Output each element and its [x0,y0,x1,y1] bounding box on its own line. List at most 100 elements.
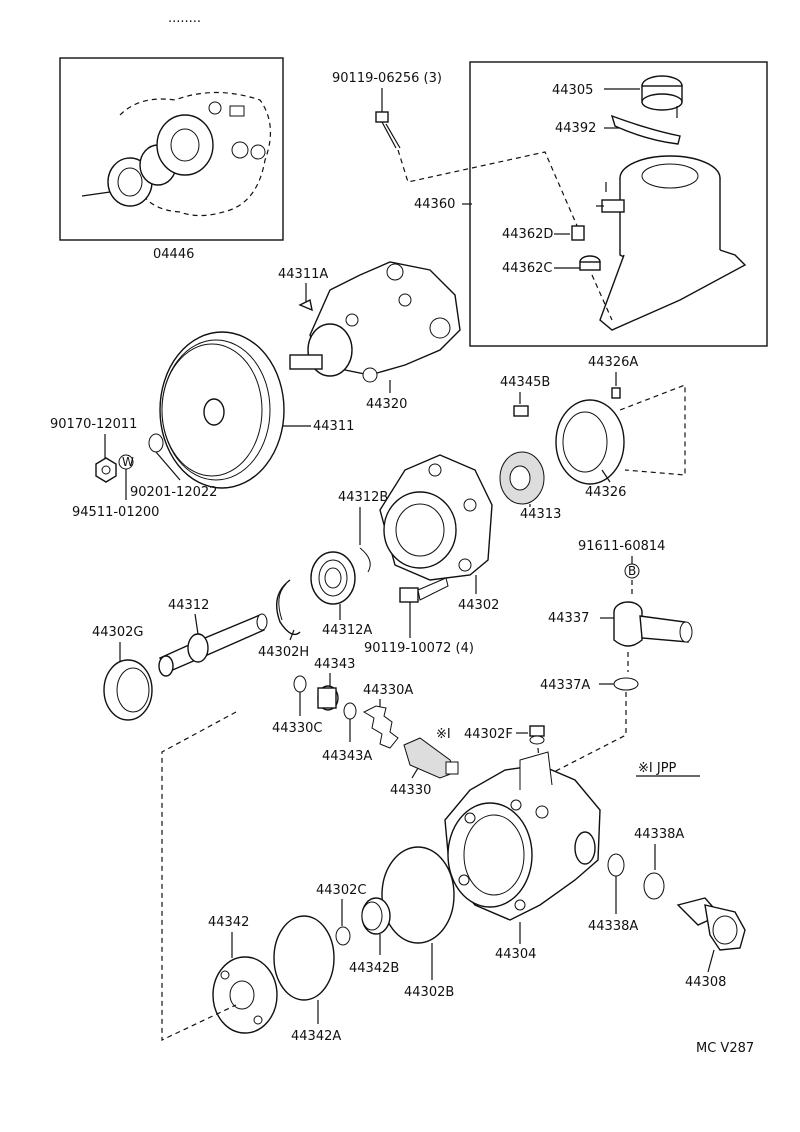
plate-44345B [513,405,529,417]
pulley-key [298,298,313,312]
kit-o-ring-1 [208,101,222,115]
label-44302F: 44302F [464,727,513,742]
union-44337 [613,601,693,647]
oring-44337A [613,677,639,691]
header-dots: ........ [168,11,201,26]
oring-44338A-2 [643,872,665,900]
label-44360: 44360 [414,197,455,212]
pump-assembly-44320 [289,261,461,383]
oring-44343A [343,702,357,720]
kit-gasket-outline [119,91,272,217]
label-44312A: 44312A [322,623,372,638]
label-44313: 44313 [520,507,561,522]
oring-44302C [335,926,351,946]
label-91611-60814: 91611-60814 [578,539,665,554]
kit-oil-seal-inner [117,167,143,197]
kit-o-ring-3 [250,144,266,160]
bolt-mark: B [628,564,636,578]
side-plate-44342 [212,956,278,1034]
label-44343: 44343 [314,657,355,672]
label-44302G: 44302G [92,625,143,640]
plug-44343 [317,685,339,711]
kit-o-ring-2 [231,141,249,159]
label-44342: 44342 [208,915,249,930]
washer-90201 [148,433,164,453]
label-44302B: 44302B [404,985,454,1000]
reservoir-grommet-c [579,255,601,271]
bushing-44342B [361,897,391,935]
pulley-44311 [159,331,285,489]
reservoir-cap [641,75,683,118]
oring-44338A-1 [607,853,625,877]
label-44304: 44304 [495,947,536,962]
jpp-note: ※Ⅰ JPP [638,761,677,776]
reservoir-gasket [610,114,681,145]
pin-44326A [611,387,621,399]
kit-seal-large-inner [170,128,200,162]
label-44342B: 44342B [349,961,399,976]
label-44302: 44302 [458,598,499,613]
label-44392: 44392 [555,121,596,136]
ring-44330C [293,675,307,693]
label-44302C: 44302C [316,883,366,898]
label-44311: 44311 [313,419,354,434]
bearing-44312A [310,551,356,605]
kit-frame [59,57,284,241]
label-44338A-bottom: 44338A [588,919,638,934]
union-dashed-3 [547,692,627,776]
label-90201-12022: 90201-12022 [130,485,217,500]
label-90170-12011: 90170-12011 [50,417,137,432]
label-44362D: 44362D [502,227,553,242]
bolt-path-dashed [397,149,579,229]
gasket-44302B [381,846,455,944]
label-44342A: 44342A [291,1029,341,1044]
rotor-44313 [499,451,545,505]
bolt-91611 [624,563,640,579]
label-44330: 44330 [390,783,431,798]
label-44338A-top: 44338A [634,827,684,842]
oil-seal-44302G [103,659,153,721]
front-housing-44302 [379,454,493,581]
washer-mark: W [122,455,134,469]
housing-bolt-90119-10072 [399,577,449,603]
label-44345B: 44345B [500,375,550,390]
label-44330C: 44330C [272,721,322,736]
label-44326: 44326 [585,485,626,500]
plug-44302F [529,725,545,745]
rear-housing-44304 [444,751,601,921]
label-44337A: 44337A [540,678,590,693]
label-04446: 04446 [153,247,194,262]
valve-44330 [403,737,459,779]
spring-44330A [362,705,399,749]
reservoir-bolt [375,88,401,149]
alignment-dashed-left [161,711,237,1041]
kit-square-seal [229,105,245,117]
reservoir-clip-d [571,225,585,241]
gasket-44342A [273,915,335,1001]
label-44326A: 44326A [588,355,638,370]
label-44311A: 44311A [278,267,328,282]
label-90119-10072: 90119-10072 (4) [364,641,474,656]
label-44362C: 44362C [502,261,552,276]
shaft-44312 [158,613,268,677]
label-44337: 44337 [548,611,589,626]
asterisk-44302F: ※Ⅰ [436,727,451,742]
kit-pointer [81,191,111,197]
label-44302H: 44302H [258,645,309,660]
label-44308: 44308 [685,975,726,990]
snap-ring-44312B [359,547,371,573]
gasket-kit-box [59,57,284,241]
camring-dashed [619,384,686,476]
label-44312: 44312 [168,598,209,613]
label-44330A: 44330A [363,683,413,698]
hex-nut-90170 [95,457,117,483]
cam-ring-44326 [555,399,625,485]
label-44343A: 44343A [322,749,372,764]
plug-44308 [676,897,746,951]
label-44305: 44305 [552,83,593,98]
footer-code: MC V287 [696,1041,754,1056]
label-44320: 44320 [366,397,407,412]
label-90119-06256: 90119-06256 (3) [332,71,442,86]
